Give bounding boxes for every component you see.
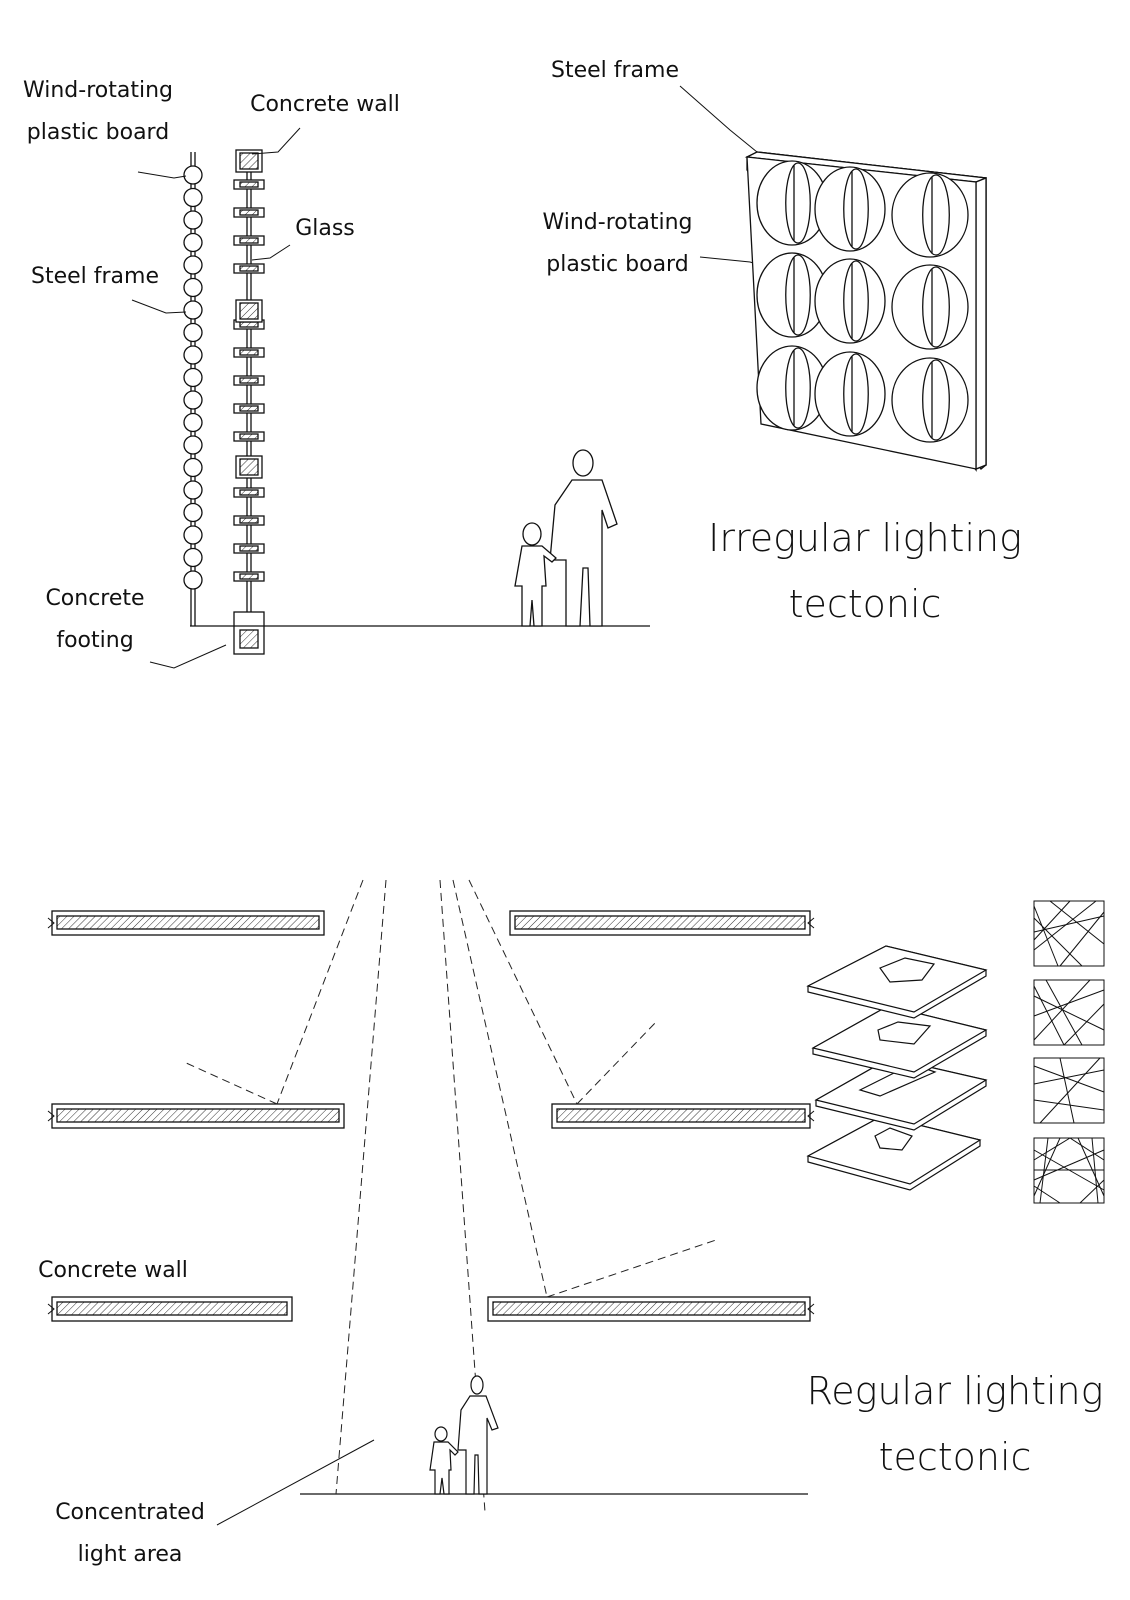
wall-block-hatch bbox=[239, 489, 259, 496]
label-light-area-line1: Concentrated bbox=[55, 1500, 205, 1525]
wall-block-hatch bbox=[239, 209, 259, 216]
board-disc bbox=[183, 390, 203, 410]
board-disc bbox=[183, 412, 203, 433]
panel-axonometric bbox=[744, 151, 987, 472]
label-concrete-footing-line1: Concrete bbox=[45, 586, 145, 611]
panel-hole bbox=[891, 264, 969, 350]
wall-block-hatch bbox=[239, 265, 259, 272]
label-wind-board-right: Wind-rotating plastic board bbox=[525, 202, 710, 286]
board-disc bbox=[183, 165, 203, 185]
stacked-plates bbox=[806, 945, 988, 1191]
leader-lines-top bbox=[131, 85, 791, 669]
label-concrete-footing: Concrete footing bbox=[30, 578, 160, 662]
label-concrete-wall-top: Concrete wall bbox=[250, 92, 400, 117]
wall-block-hatch bbox=[239, 545, 259, 552]
pattern-squares bbox=[1033, 900, 1105, 1204]
board-disc bbox=[183, 232, 203, 253]
rotating-board bbox=[785, 347, 811, 429]
human-figures-bottom bbox=[429, 1375, 499, 1495]
board-disc bbox=[183, 210, 203, 230]
board-disc bbox=[183, 547, 203, 568]
title-irregular-line2: tectonic bbox=[788, 582, 942, 626]
label-glass: Glass bbox=[295, 216, 355, 241]
wall-block-hatch bbox=[239, 237, 259, 244]
board-disc bbox=[183, 322, 203, 343]
rotating-board bbox=[785, 162, 811, 244]
rotating-board bbox=[922, 266, 950, 348]
label-light-area: Concentrated light area bbox=[40, 1492, 220, 1576]
wall-block-hatch bbox=[239, 302, 259, 320]
board-disc bbox=[183, 525, 203, 545]
rotating-board bbox=[922, 359, 950, 441]
leader-lines-bottom bbox=[216, 1439, 375, 1526]
rotating-board bbox=[922, 174, 950, 256]
wall-block-hatch bbox=[239, 517, 259, 524]
board-disc bbox=[183, 367, 203, 388]
rotating-board bbox=[785, 254, 811, 336]
wall-block-hatch bbox=[239, 377, 259, 384]
rotating-board bbox=[843, 353, 869, 435]
panel-hole bbox=[814, 166, 886, 252]
wall-block-hatch bbox=[239, 152, 259, 170]
label-light-area-line2: light area bbox=[77, 1542, 183, 1567]
rotating-board bbox=[843, 168, 869, 250]
board-disc bbox=[183, 300, 203, 320]
board-disc bbox=[183, 255, 203, 275]
title-irregular: Irregular lighting tectonic bbox=[705, 505, 1025, 637]
wall-block-hatch bbox=[239, 458, 259, 476]
board-disc bbox=[183, 277, 203, 298]
label-concrete-footing-line2: footing bbox=[56, 628, 134, 653]
wall-block-hatch bbox=[239, 433, 259, 440]
label-concrete-wall-bottom: Concrete wall bbox=[38, 1258, 188, 1283]
board-disc bbox=[183, 345, 203, 365]
title-irregular-line1: Irregular lighting bbox=[708, 516, 1022, 560]
title-regular: Regular lighting tectonic bbox=[795, 1358, 1115, 1490]
human-figures-top bbox=[514, 449, 618, 627]
label-steel-frame-right: Steel frame bbox=[550, 58, 679, 83]
board-disc bbox=[183, 435, 203, 455]
light-rays bbox=[183, 879, 717, 1513]
wall-block-hatch bbox=[239, 349, 259, 356]
panel-hole bbox=[891, 172, 969, 258]
wall-block-hatch bbox=[239, 321, 259, 328]
board-disc bbox=[183, 457, 203, 478]
label-wind-board-right-line1: Wind-rotating bbox=[542, 210, 693, 235]
panel-hole bbox=[814, 258, 886, 344]
rotating-board bbox=[843, 260, 869, 342]
wall-block-hatch bbox=[239, 181, 259, 188]
section-elevation bbox=[183, 149, 650, 655]
board-disc bbox=[183, 570, 203, 590]
board-disc bbox=[183, 480, 203, 500]
label-wind-board-line1: Wind-rotating bbox=[22, 78, 173, 103]
wall-block-hatch bbox=[239, 573, 259, 580]
label-steel-frame-left: Steel frame bbox=[30, 264, 159, 289]
label-wind-board-line2: plastic board bbox=[26, 120, 170, 145]
label-wind-board-right-line2: plastic board bbox=[546, 252, 689, 277]
board-disc bbox=[183, 187, 203, 208]
slab-section bbox=[47, 910, 815, 1495]
label-wind-board: Wind-rotating plastic board bbox=[8, 70, 188, 154]
panel-hole bbox=[891, 357, 969, 443]
title-regular-line2: tectonic bbox=[878, 1435, 1032, 1479]
title-regular-line1: Regular lighting bbox=[806, 1369, 1104, 1413]
board-disc bbox=[183, 502, 203, 523]
panel-hole bbox=[814, 351, 886, 437]
wall-block-hatch bbox=[239, 405, 259, 412]
